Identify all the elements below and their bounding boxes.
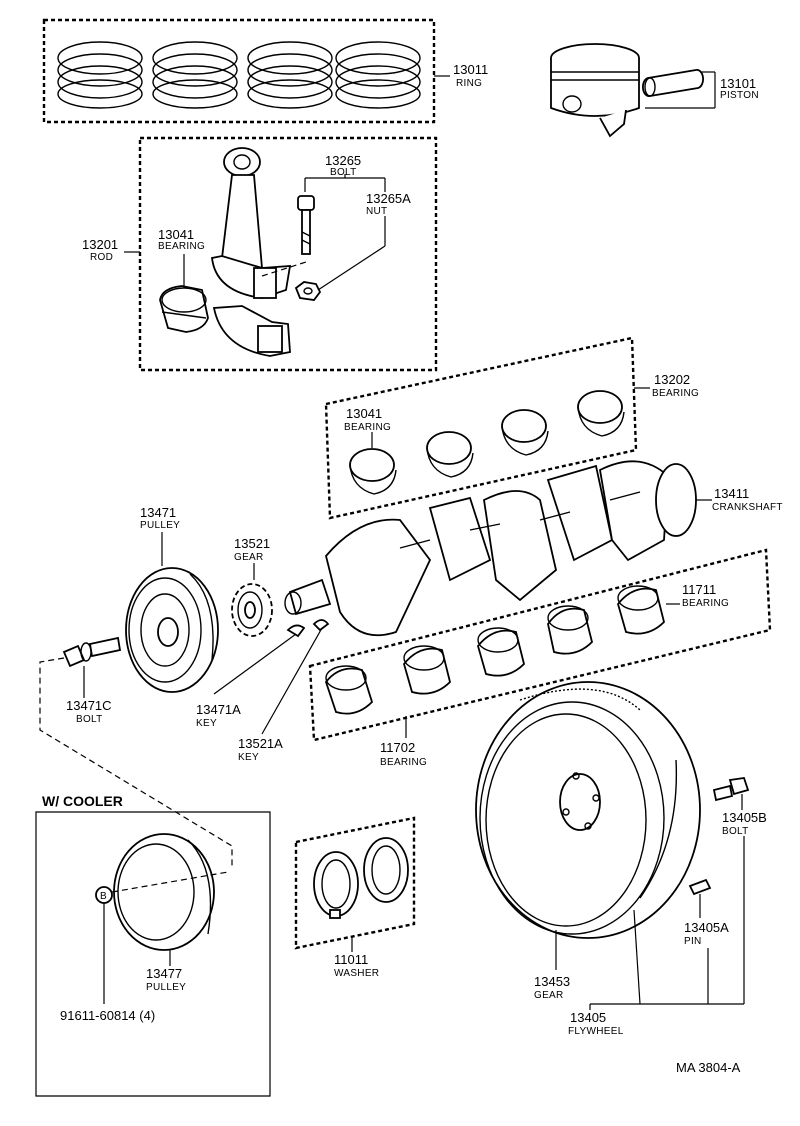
crankshaft-number: 13411 xyxy=(714,486,749,501)
pulley-name: PULLEY xyxy=(140,520,180,531)
crank-pulley-icon xyxy=(125,567,219,693)
ring-gear-number: 13453 xyxy=(534,974,570,989)
crankshaft-group: 13411 CRANKSHAFT xyxy=(284,460,783,637)
crankshaft-name: CRANKSHAFT xyxy=(712,502,783,513)
rod-bearing-number: 13041 xyxy=(158,227,194,242)
pin-name: PIN xyxy=(684,936,702,947)
crankshaft-icon xyxy=(284,460,697,637)
ring-name: RING xyxy=(456,78,482,89)
main-bearing-shell-icon xyxy=(324,585,665,715)
ring-number: 13011 xyxy=(453,62,488,77)
rod-name: ROD xyxy=(90,252,113,263)
connecting-rod-icon xyxy=(211,147,292,299)
nut-number: 13265A xyxy=(366,191,411,206)
rod-bearing-name: BEARING xyxy=(158,241,205,252)
flywheel-bolt-icon xyxy=(712,777,750,802)
rod-number: 13201 xyxy=(82,237,118,252)
bearing-upper-number: 13041 xyxy=(346,406,382,421)
rod-cap-icon xyxy=(212,305,291,357)
bearing-shell-icon xyxy=(349,390,625,495)
main-bearing-lower-name: BEARING xyxy=(380,757,427,768)
flywheel-pin-icon xyxy=(688,878,712,896)
washer-name: WASHER xyxy=(334,968,379,979)
rod-bolt-name: BOLT xyxy=(330,167,357,178)
ring-gear-name: GEAR xyxy=(534,990,564,1001)
flywheel-name: FLYWHEEL xyxy=(568,1026,624,1037)
cooler-pulley-number: 13477 xyxy=(146,966,182,981)
cooler-heading: W/ COOLER xyxy=(42,793,123,809)
rod-bearing-icon xyxy=(159,285,209,333)
ring-group: 13011 RING xyxy=(42,18,488,124)
nut-name: NUT xyxy=(366,206,387,217)
main-bearing-group: 11711 BEARING 11702 BEARING xyxy=(308,548,772,768)
washer-number: 11011 xyxy=(334,952,368,967)
pulley-bolt-number: 13471C xyxy=(66,698,112,713)
main-bearing-upper-name: BEARING xyxy=(682,598,729,609)
flywheel-bolt-name: BOLT xyxy=(722,826,749,837)
bolt-b-letter: B xyxy=(100,891,107,902)
pulley-bolt-icon xyxy=(62,636,122,668)
cooler-pulley-icon xyxy=(113,833,215,951)
washer-box xyxy=(294,816,416,950)
crank-keys-icon xyxy=(286,619,330,638)
main-bearing-lower-number: 11702 xyxy=(380,740,415,755)
rod-group-box xyxy=(138,136,438,372)
cooler-group: W/ COOLER B 13477 PULLEY 91611-60814 (4) xyxy=(35,793,271,1097)
washer-group: 11011 WASHER xyxy=(294,816,416,979)
bearing-set-group: 13041 BEARING 13202 BEARING xyxy=(324,336,699,520)
pulley-key-name: KEY xyxy=(196,718,217,729)
flywheel-icon xyxy=(475,681,701,939)
rod-nut-icon xyxy=(294,281,322,301)
crank-gear-icon xyxy=(231,583,273,637)
crank-gear-name: GEAR xyxy=(234,552,264,563)
piston-group: 13101 PISTON xyxy=(550,43,759,138)
flywheel-group: 13405B BOLT 13405A PIN 13453 GEAR 13405 … xyxy=(475,681,767,1037)
pulley-number: 13471 xyxy=(140,505,176,520)
pulley-bolt-name: BOLT xyxy=(76,714,103,725)
diagram-code: MA 3804-A xyxy=(676,1060,741,1075)
ring-group-box xyxy=(42,18,436,124)
flywheel-bolt-number: 13405B xyxy=(722,810,767,825)
gear-key-number: 13521A xyxy=(238,736,283,751)
thrust-washer-icon xyxy=(313,837,409,919)
main-bearing-upper-number: 11711 xyxy=(682,582,716,597)
crank-gear-number: 13521 xyxy=(234,536,270,551)
piston-icon xyxy=(550,43,640,138)
rod-group: 13265 BOLT 13265A NUT 13041 BEARING 1320… xyxy=(82,136,438,372)
bearing-set-number: 13202 xyxy=(654,372,690,387)
piston-ring-icon xyxy=(57,41,421,109)
main-bearing-box xyxy=(308,548,772,742)
cooler-pulley-name: PULLEY xyxy=(146,982,186,993)
gear-key-name: KEY xyxy=(238,752,259,763)
bearing-upper-name: BEARING xyxy=(344,422,391,433)
front-group: 13471 PULLEY 13521 GEAR 13471A KEY 13521… xyxy=(39,505,330,868)
rod-bolt-icon xyxy=(297,195,315,255)
flywheel-number: 13405 xyxy=(570,1010,606,1025)
rod-bolt-number: 13265 xyxy=(325,153,361,168)
pin-number: 13405A xyxy=(684,920,729,935)
bearing-set-name: BEARING xyxy=(652,388,699,399)
pulley-key-number: 13471A xyxy=(196,702,241,717)
piston-name: PISTON xyxy=(720,90,759,101)
piston-pin-icon xyxy=(642,69,704,97)
piston-number: 13101 xyxy=(720,76,756,91)
cooler-box xyxy=(35,811,271,1097)
bolt-b-number: 91611-60814 (4) xyxy=(60,1008,155,1023)
